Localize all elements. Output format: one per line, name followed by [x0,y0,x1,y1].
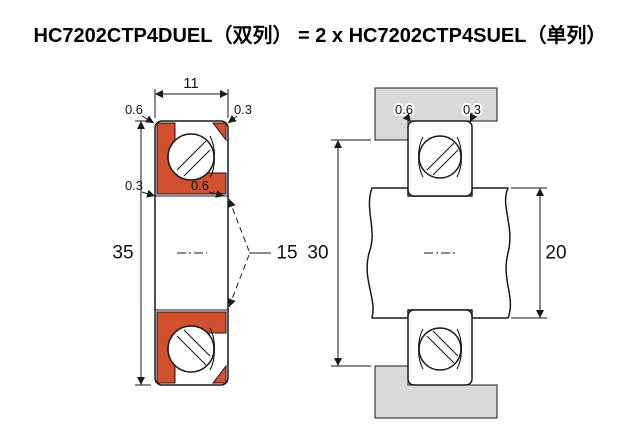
chamfer-inner-left-leader [141,189,156,198]
fillet-left-leader [402,113,412,123]
raceway-arc-bottom-right [456,328,463,370]
dim-bore-label: 15 [276,243,297,264]
chamfer-outer-right-leader [227,114,238,124]
cage-bottom-wedge [211,364,227,384]
raceway-arc-bottom [209,327,216,371]
chamfer-inner-right-label: 0.6 [191,178,209,193]
housing-block-bottom [374,365,498,419]
chamfer-inner-right-leader [208,190,225,198]
chamfer-outer-left-leader [141,115,155,124]
raceway-arc-top-left [417,136,424,178]
dim-width-label: 11 [183,75,199,92]
cage-line-top-1 [426,142,455,171]
cage-split-bottom-1 [176,335,207,366]
cage-line-top-2 [432,149,459,176]
chamfer-inner-left-label: 0.3 [125,178,143,193]
shaft [366,187,512,319]
dim-od-label: 35 [112,243,133,264]
right-view-mounting: 0.6 0.3 30 20 [307,87,567,419]
dim-shaft-abutment-label: 20 [545,243,566,264]
ball-bottom [167,325,215,373]
raceway-arc-bottom-left [417,328,424,370]
cage-split-top-2 [183,149,211,177]
chamfer-outer-right-label: 0.3 [234,102,252,117]
fillet-right-leader [469,113,478,123]
bore-leader-bottom [228,254,250,308]
cage-split-bottom-2 [183,329,211,357]
raceway-arc-top [209,135,216,179]
raceway-arc-top-right [456,136,463,178]
page-title: HC7202CTP4DUEL（双列） = 2 x HC7202CTP4SUEL（… [34,23,607,47]
cage-line-bottom-2 [432,330,459,357]
cage-top-wedge [211,122,227,142]
cage-line-bottom-1 [426,335,455,364]
dim-housing-abutment-label: 30 [307,243,328,264]
chamfer-outer-left-label: 0.6 [125,102,143,117]
fillet-right-label: 0.3 [463,102,481,117]
bore-leader-top [228,198,250,252]
ball-top [167,133,215,181]
fillet-left-label: 0.6 [395,102,413,117]
cage-split-top-1 [176,140,207,171]
left-view-bearing-section: 11 0.6 0.3 0.3 0.6 35 15 [112,75,298,386]
